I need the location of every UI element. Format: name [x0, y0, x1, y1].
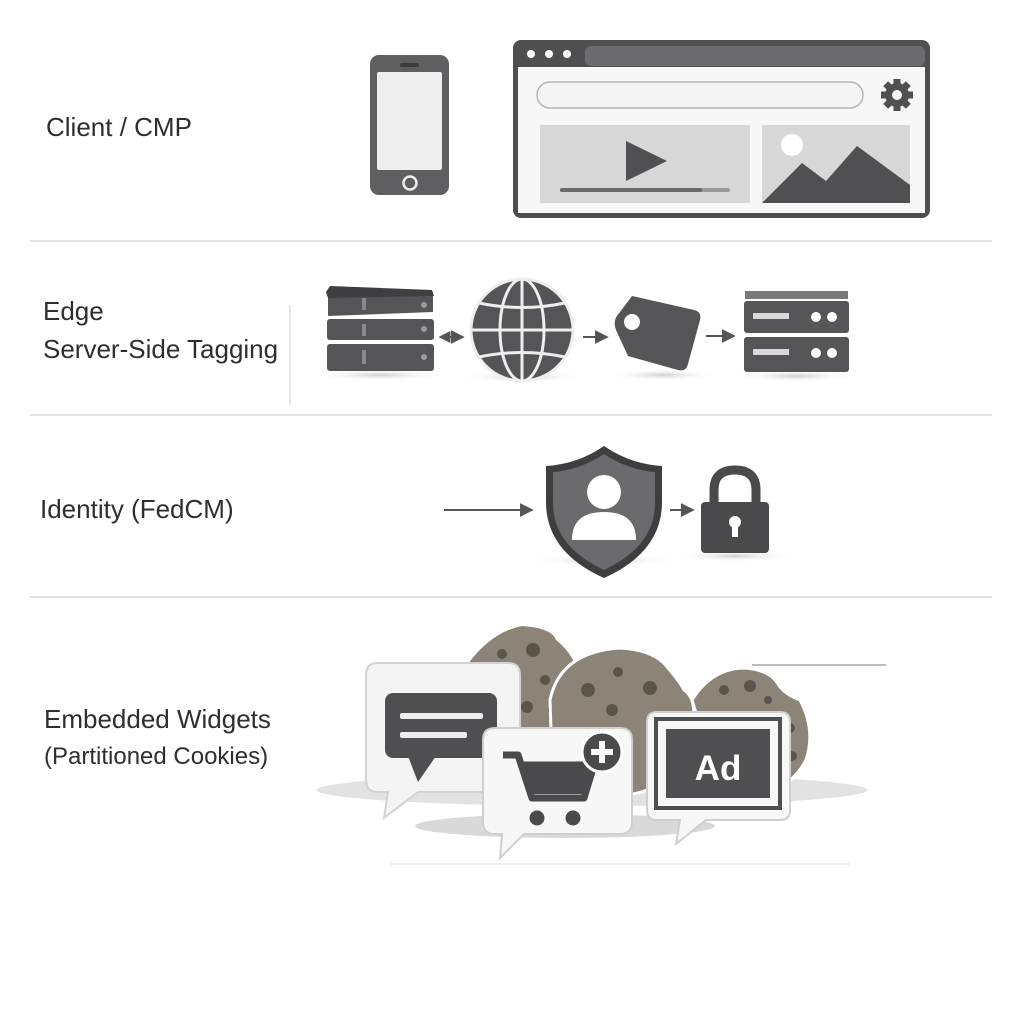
gear-icon — [881, 79, 913, 111]
server-stack-icon — [326, 286, 434, 371]
chat-bubble-icon — [365, 662, 521, 821]
browser-window-icon — [513, 40, 930, 218]
row-label-line: Embedded Widgets — [44, 704, 271, 734]
image-icon — [762, 125, 910, 203]
row-label-line: Edge — [43, 296, 104, 326]
play-icon — [626, 141, 667, 181]
tag-icon — [614, 296, 701, 371]
ad-label: Ad — [695, 749, 742, 788]
padlock-icon — [701, 465, 769, 553]
globe-icon — [469, 277, 575, 383]
row-divider — [30, 240, 992, 242]
row-divider — [30, 596, 992, 598]
shield-user-icon — [546, 446, 662, 578]
row-label-line: Client / CMP — [46, 112, 192, 142]
row-divider — [30, 414, 992, 416]
shopping-cart-icon — [482, 727, 633, 861]
server-icon — [744, 291, 849, 372]
plus-icon — [580, 730, 624, 774]
ad-icon: Ad — [646, 711, 791, 847]
row-label-client-cmp: Client / CMP — [46, 108, 192, 146]
row-label-edge: Edge Server-Side Tagging — [43, 292, 278, 368]
row-label-line: Identity (FedCM) — [40, 494, 234, 524]
row-label-line: (Partitioned Cookies) — [44, 743, 269, 770]
row-label-identity: Identity (FedCM) — [40, 490, 234, 528]
row-label-line: Server-Side Tagging — [43, 334, 279, 364]
row-label-embedded-widgets: Embedded Widgets (Partitioned Cookies) — [44, 700, 271, 776]
smartphone-icon — [370, 55, 449, 195]
